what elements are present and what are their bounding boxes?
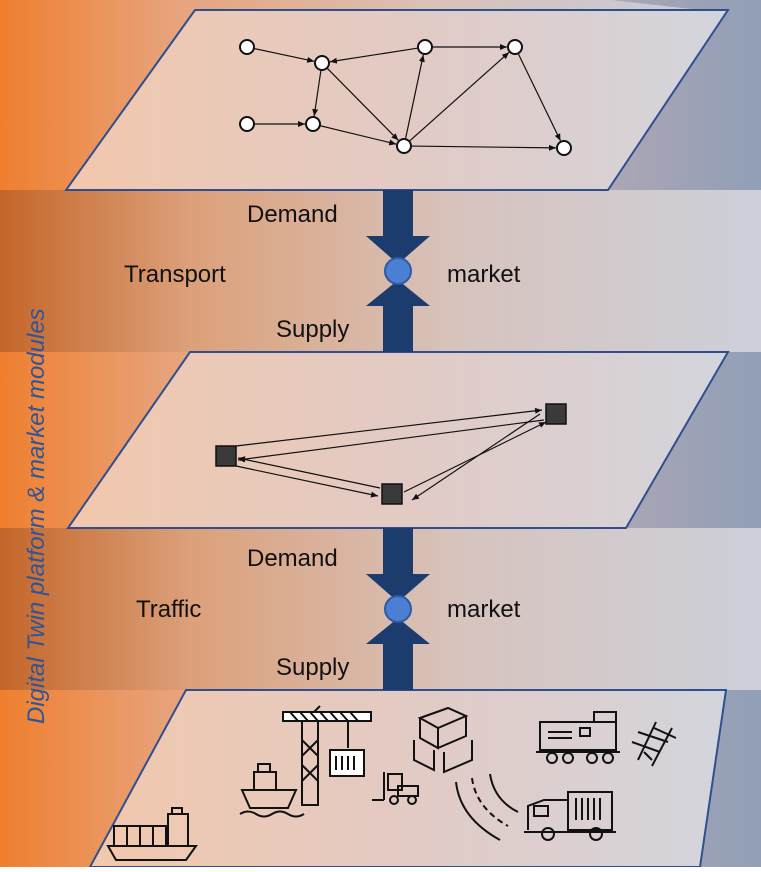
network-edge [517,53,562,142]
traffic-market-arrows [366,528,430,690]
traffic-demand-label: Demand [247,545,338,572]
network-edge [404,54,425,140]
traffic-market-band [0,528,761,690]
side-title: Digital Twin platform & market modules [23,308,50,724]
network-edge [329,47,419,64]
traffic-edge [235,407,543,447]
network-edge [326,67,399,141]
containers-icon [413,706,473,774]
network-edge [408,51,510,142]
network-node [239,116,255,132]
transport-demand-label: Demand [247,201,338,228]
transport-market-arrows [366,190,430,352]
transport-market-band [0,190,761,352]
truck-icon [524,791,616,841]
transport-left-label: Transport [124,261,226,288]
physical-icons [106,705,677,861]
road-icon [455,773,519,841]
traffic-edge [237,419,545,463]
network-edge [410,144,557,151]
network-node [305,116,321,132]
cargo-ship-icon [106,807,198,861]
traffic-node [545,403,567,425]
network-node [556,140,572,156]
network-node [417,39,433,55]
locomotive-icon [536,711,620,764]
traffic-left-label: Traffic [136,596,201,623]
network-node [507,39,523,55]
ship-icon [239,763,305,818]
traffic-node [381,483,403,505]
transport-right-label: market [447,261,521,288]
rail-track-icon [631,721,677,767]
network-node [314,55,330,71]
traffic-node [215,445,237,467]
network-edge [253,47,315,63]
network-node [396,138,412,154]
physical-plane [88,689,728,868]
network-node [239,39,255,55]
network-graph [239,39,572,156]
traffic-edge [235,465,379,498]
traffic-edge [411,413,541,501]
traffic-right-label: market [447,596,521,623]
traffic-supply-label: Supply [276,654,349,681]
traffic-graph [215,403,567,505]
transport-supply-label: Supply [276,316,349,343]
network-edge [319,125,397,146]
traffic-plane [66,351,730,529]
forklift-icon [372,772,419,805]
traffic-market-node [384,595,412,623]
crane-icon [282,705,372,806]
traffic-edge [237,456,381,489]
network-edge [312,69,322,117]
transport-market-node [384,257,412,285]
